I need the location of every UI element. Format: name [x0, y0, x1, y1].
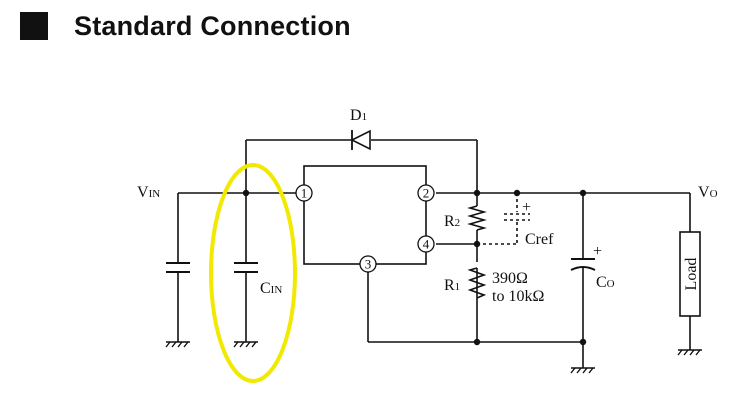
- d1-label: D1: [350, 107, 367, 124]
- pin-circles: [295, 184, 435, 273]
- r1-value-line1: 390Ω: [492, 270, 528, 287]
- cref-label: Cref: [525, 231, 554, 248]
- load-label: Load: [683, 258, 700, 291]
- pin-1-label: 1: [301, 186, 308, 201]
- junction-dots: [242, 189, 587, 346]
- ground-icons: [165, 341, 702, 374]
- load-box: [679, 231, 701, 317]
- wires: [177, 139, 691, 368]
- capacitors: [166, 258, 595, 273]
- ground-icon: [570, 367, 595, 374]
- page-title: Standard Connection: [74, 10, 351, 41]
- vo-label: VO: [698, 184, 718, 201]
- cref-plus-sign: +: [522, 199, 531, 216]
- resistor-r1: [467, 267, 487, 299]
- cref-capacitor: [477, 193, 530, 245]
- pin-3-circle: [359, 255, 377, 273]
- ground-icon: [165, 341, 190, 348]
- regulator-ic: [303, 165, 427, 265]
- cin-label: CIN: [260, 280, 282, 297]
- r1-value-line2: to 10kΩ: [492, 288, 544, 305]
- r2-label: R2: [444, 213, 460, 230]
- resistor-r2: [467, 205, 487, 231]
- ground-icon: [677, 349, 702, 356]
- co-capacitor-curve: [570, 266, 596, 271]
- ground-icon: [233, 341, 258, 348]
- cin-highlight: [209, 163, 297, 383]
- vin-label: VIN: [137, 184, 160, 201]
- pin-4-circle: [417, 235, 435, 253]
- pin-1-circle: [295, 184, 313, 202]
- r1-label: R1: [444, 277, 460, 294]
- pin-3-label: 3: [365, 257, 372, 272]
- pin-2-label: 2: [423, 186, 430, 201]
- header-square-icon: [20, 12, 48, 40]
- pin-2-circle: [417, 184, 435, 202]
- diode-d1: [350, 129, 371, 151]
- co-plus-sign: +: [593, 243, 602, 260]
- header: Standard Connection: [20, 8, 351, 44]
- pin-4-label: 4: [423, 237, 430, 252]
- co-label: CO: [596, 274, 615, 291]
